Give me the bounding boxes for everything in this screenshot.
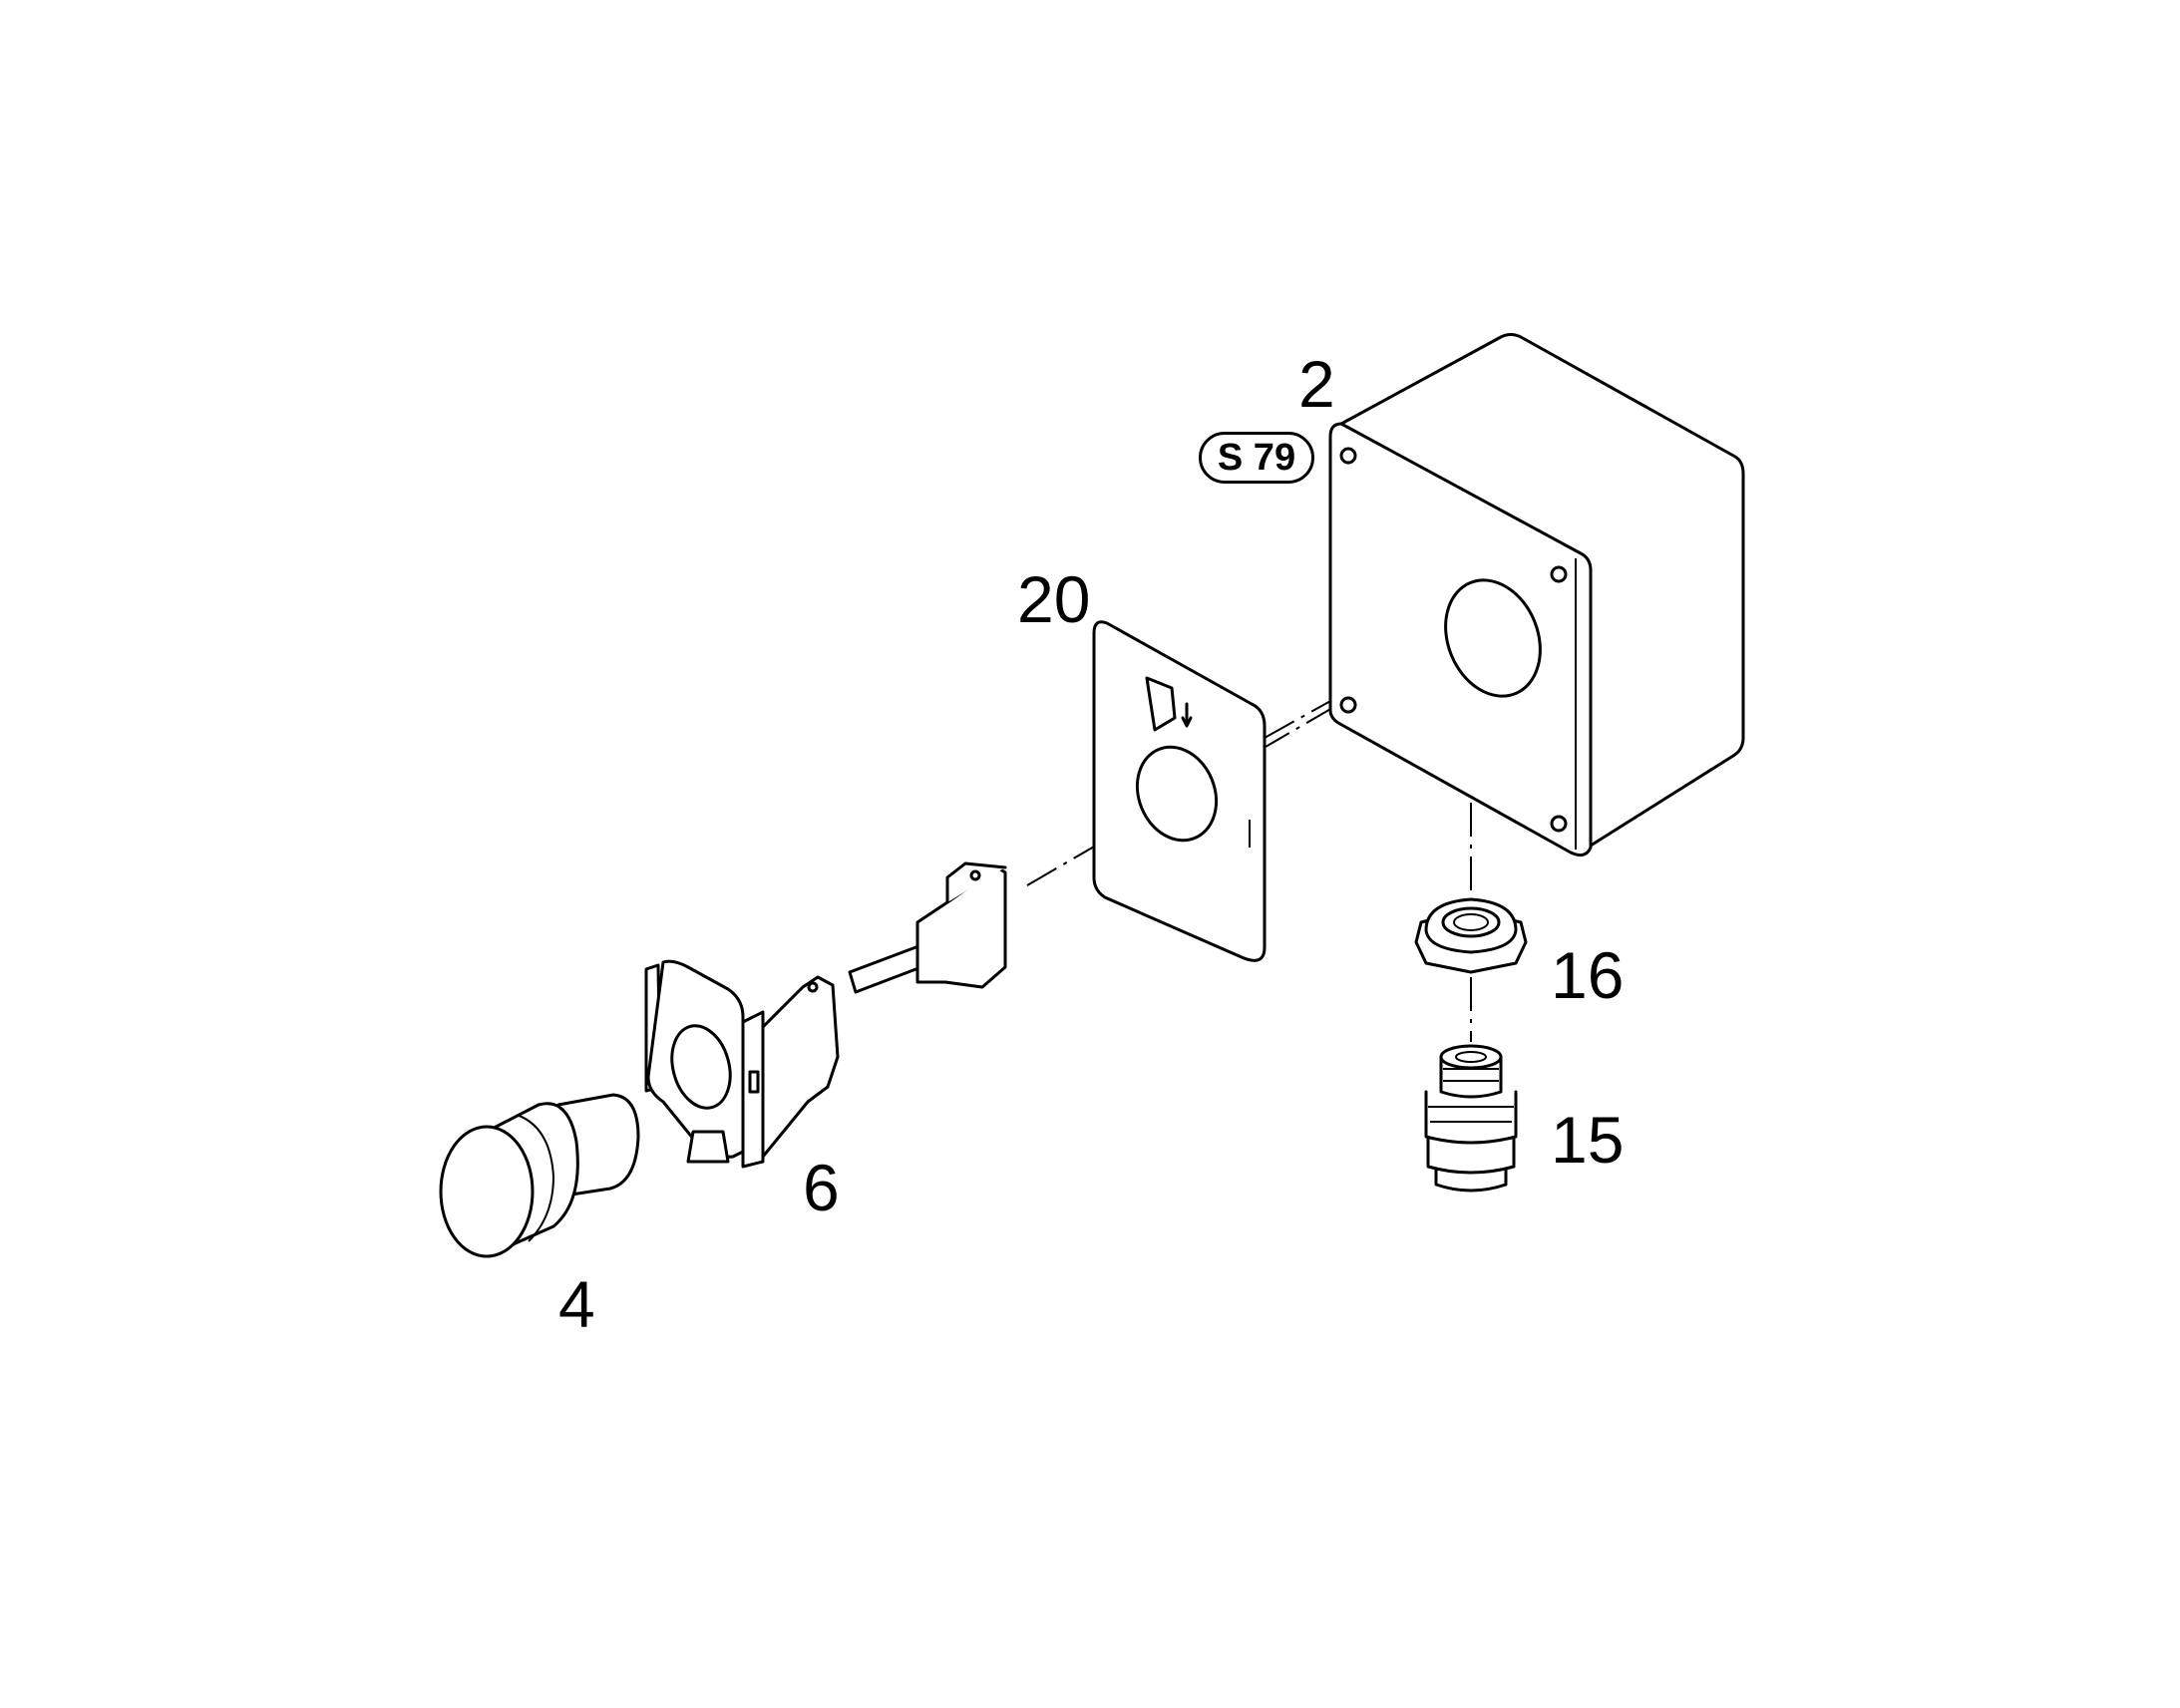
callout-push-button: 4 [558, 1267, 595, 1341]
callout-label-plate: 20 [1017, 562, 1091, 636]
callout-reducer: 16 [1551, 938, 1625, 1012]
mounting-collar [644, 959, 840, 1169]
label-plate [1092, 620, 1267, 962]
callout-housing: 2 [1298, 347, 1335, 421]
push-button-head [439, 1093, 640, 1258]
reducer-nut [1414, 897, 1528, 974]
callout-cable-gland: 15 [1551, 1103, 1625, 1177]
enclosure-housing [1328, 333, 1745, 857]
housing-reference-badge: S 79 [1199, 432, 1314, 484]
cable-gland [1424, 1044, 1518, 1193]
callout-mounting-collar: 6 [803, 1151, 840, 1224]
contact-block [848, 861, 1007, 994]
